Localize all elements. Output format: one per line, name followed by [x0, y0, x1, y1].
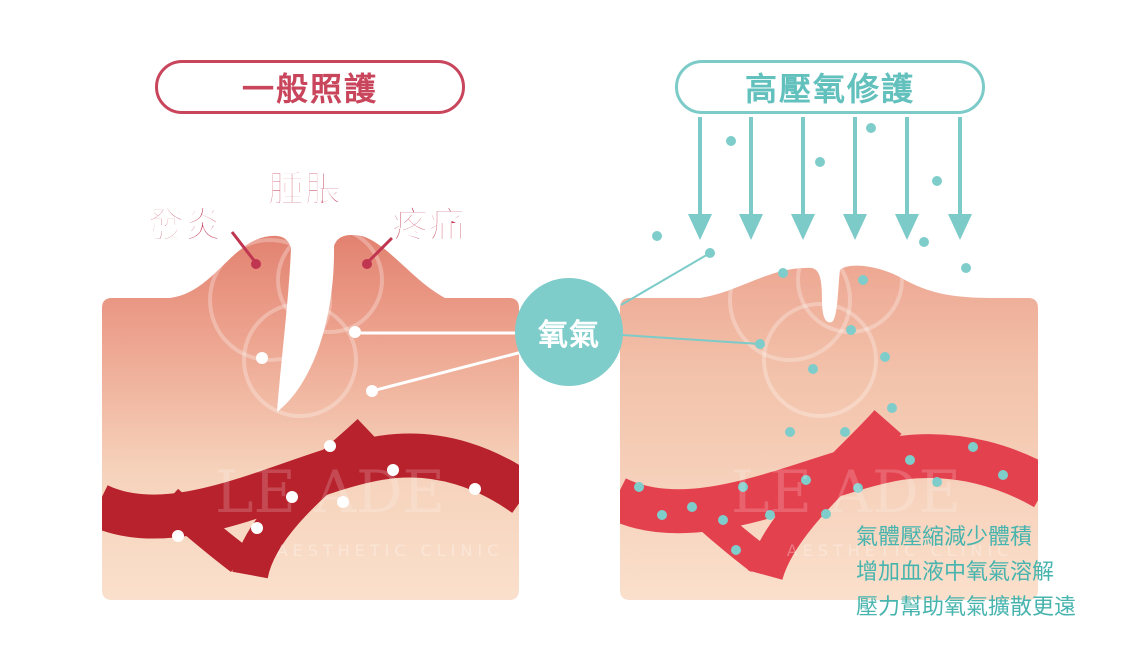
label-pointers: [230, 231, 394, 269]
left-title: 一般照護: [241, 70, 378, 108]
right-title-pill: 高壓氧修護: [675, 60, 985, 114]
left-title-pill: 一般照護: [155, 60, 465, 114]
right-title: 高壓氧修護: [744, 70, 915, 108]
pressure-arrow-icon: [948, 117, 972, 240]
note-line: 增加血液中氧氣溶解: [856, 560, 1055, 585]
pressure-arrow-icon: [688, 117, 712, 240]
watermark-text: LE ADE: [215, 458, 445, 526]
notes-list: 氣體壓縮減少體積 增加血液中氧氣溶解 壓力幫助氧氣擴散更遠: [856, 520, 1076, 625]
pressure-arrow-icon: [791, 117, 815, 240]
oxygen-label: 氧氣: [538, 318, 600, 353]
inflammation-label: 發炎: [147, 205, 223, 247]
left-oxygen-dots: [172, 326, 481, 542]
left-panel: [102, 226, 519, 600]
pain-label: 疼痛: [391, 205, 467, 247]
pressure-arrows: [688, 117, 972, 240]
watermark-subtext-right: AESTHETIC CLINIC: [787, 541, 1014, 560]
note-line: 氣體壓縮減少體積: [856, 525, 1033, 550]
pressure-arrow-icon: [895, 117, 919, 240]
watermark-text-right: LE ADE: [731, 458, 961, 526]
watermark-subtext: AESTHETIC CLINIC: [277, 541, 504, 560]
pressure-arrow-icon: [739, 117, 763, 240]
note-line: 壓力幫助氧氣擴散更遠: [856, 595, 1077, 620]
left-watermark: [208, 226, 384, 418]
swelling-label: 腫脹: [267, 169, 343, 211]
oxygen-connectors: [355, 252, 761, 393]
right-oxygen-dots: [634, 123, 1008, 555]
pressure-arrow-icon: [843, 117, 867, 240]
oxygen-circle: 氧氣: [515, 278, 623, 386]
left-blood-vessel: [102, 418, 519, 580]
